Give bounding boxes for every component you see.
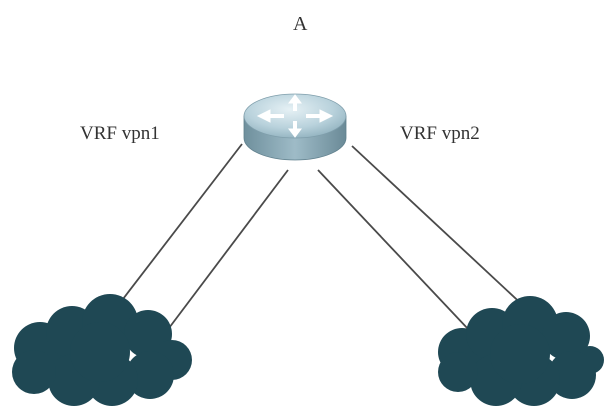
link-line bbox=[159, 169, 289, 341]
router-label: A bbox=[293, 13, 308, 35]
link-line bbox=[112, 143, 243, 313]
link-line bbox=[317, 169, 470, 331]
vrf-vpn1-label: VRF vpn1 bbox=[80, 123, 160, 144]
link-group-vpn2 bbox=[317, 145, 529, 331]
cloud-icon bbox=[438, 296, 604, 406]
link-group-vpn1 bbox=[112, 143, 289, 341]
vrf-vpn2-label: VRF vpn2 bbox=[400, 123, 480, 144]
cloud-icon bbox=[12, 294, 192, 406]
router-icon bbox=[243, 93, 347, 161]
link-line bbox=[351, 145, 529, 311]
